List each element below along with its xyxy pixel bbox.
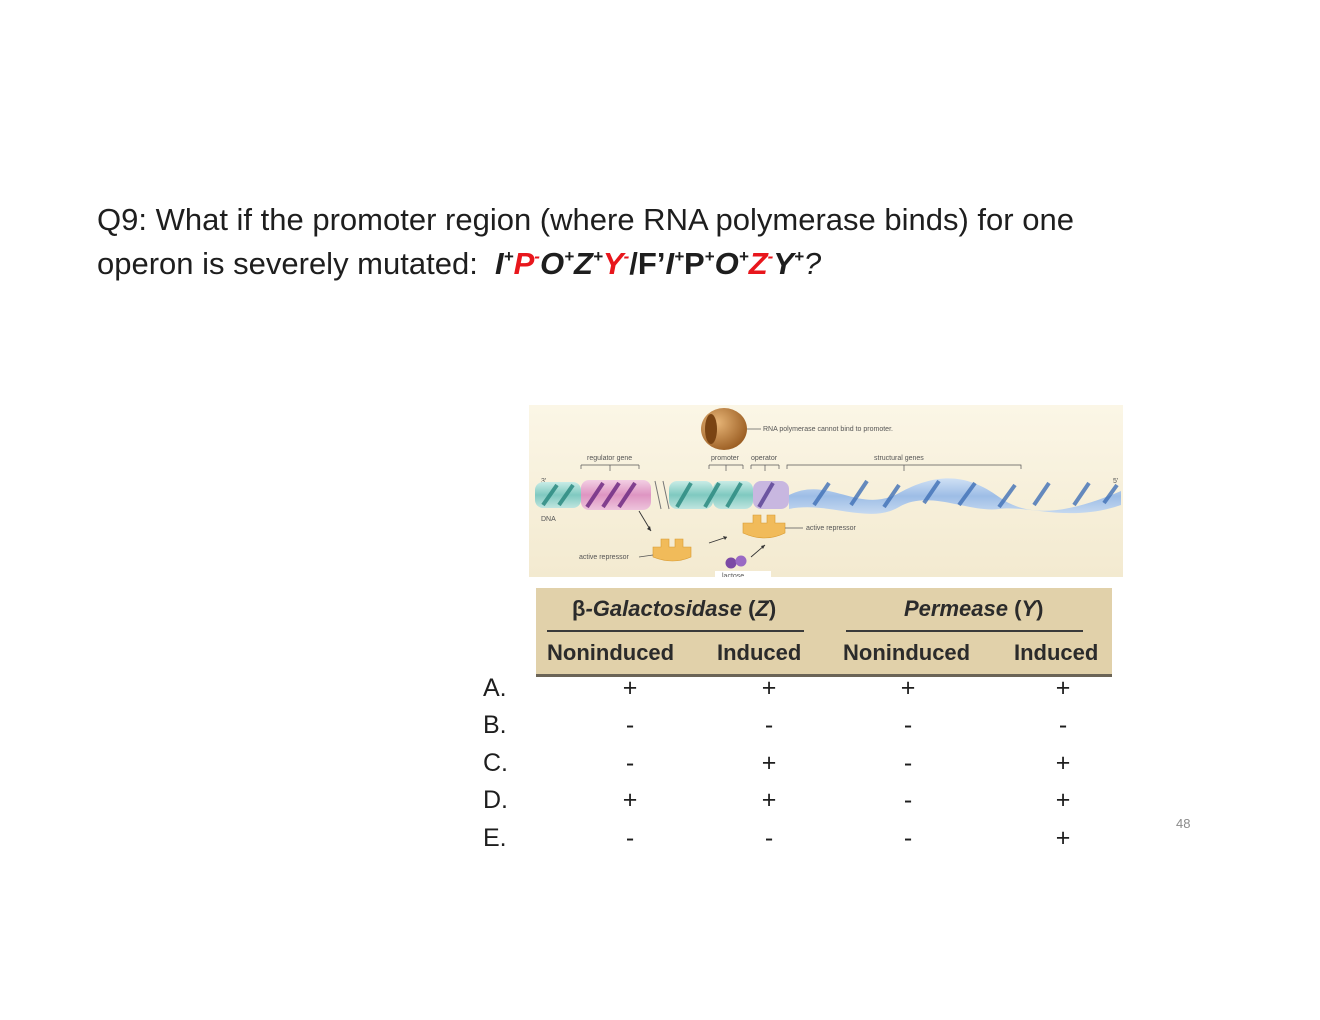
question-line-2: operon is severely mutated: I+P-O+Z+Y-/F… [97,242,1217,286]
genotype-superscript: + [704,247,715,266]
genotype-superscript: + [564,247,575,266]
table-cell: - [903,749,913,777]
genotype-superscript: + [738,247,749,266]
genotype-letter: P [684,246,705,281]
genotype-letter: Z [574,246,593,281]
table-cell: + [761,786,777,814]
genotype-superscript: - [767,247,774,266]
group-rule-y [846,630,1083,632]
five-prime-label: 5' [1113,478,1118,485]
three-prime-label: 3' [541,478,546,485]
dna-label: DNA [541,516,556,523]
gene-y: Y [1021,596,1037,621]
table-cell: + [761,749,777,777]
genotype-part: Y+ [773,246,804,281]
table-cell: - [903,824,913,852]
genotype-letter: ? [803,246,822,281]
group-header-galactosidase: β-Galactosidase (Z) [572,596,777,621]
question-text: Q9: What if the promoter region (where R… [97,198,1217,286]
table-cell: - [625,824,635,852]
group-name-galactosidase: -Galactosidase [585,596,742,621]
gene-z: Z [755,596,769,621]
table-cell: + [1055,749,1071,777]
structural-genes-label: structural genes [874,455,924,462]
genotype-letter: I [495,246,504,281]
table-cell: - [903,786,913,814]
table-cell: + [1055,786,1071,814]
genotype-part: P+ [684,246,715,281]
table-cell: - [903,711,913,739]
table-cell: + [1055,674,1071,702]
genotype-part: Y- [603,246,629,281]
subheader-z-induced: Induced [717,640,802,665]
subheader-z-noninduced: Noninduced [547,640,675,665]
genotype-part: O+ [540,246,574,281]
genotype-part: I+ [495,246,514,281]
genotype-part: /F’ [629,246,665,281]
table-cell: - [1058,711,1068,739]
option-label: A. [483,674,507,702]
polymerase-note: RNA polymerase cannot bind to promoter. [763,426,893,433]
option-label: B. [483,711,507,739]
lactose-label: lactose [722,573,744,577]
lac-operon-illustration: RNA polymerase cannot bind to promoter. … [529,405,1123,577]
promoter-label: promoter [711,455,740,462]
question-line-1: Q9: What if the promoter region (where R… [97,202,1074,237]
genotype-letter: Y [602,246,624,281]
active-repressor-label-right: active repressor [806,525,856,532]
active-repressor-label-left: active repressor [579,554,629,561]
genotype-superscript: - [534,247,540,266]
table-cell: + [1055,824,1071,852]
group-rule-z [547,630,804,632]
table-cell: - [625,711,635,739]
genotype-superscript: + [793,247,804,266]
genotype-letter: Y [773,246,794,281]
genotype-part: Z+ [574,246,603,281]
regulator-gene-label: regulator gene [587,455,632,462]
genotype-letter: /F’ [629,246,666,281]
table-cell: + [622,786,638,814]
option-label: C. [483,749,508,777]
table-cell: + [761,674,777,702]
group-header-permease: Permease (Y) [904,596,1044,621]
genotype-part: I+ [665,246,684,281]
genotype-notation: I+P-O+Z+Y-/F’I+P+O+Z-Y+? [495,246,821,281]
lac-operon-diagram: RNA polymerase cannot bind to promoter. … [529,405,1123,577]
genotype-part: P- [514,246,540,281]
table-cell: - [625,749,635,777]
genotype-part: O+ [715,246,749,281]
option-label: E. [483,824,507,852]
subheader-y-noninduced: Noninduced [843,640,971,665]
group-name-permease: Permease [904,596,1008,621]
table-cell: + [900,674,916,702]
table-cell: - [764,711,774,739]
beta-symbol: β [572,596,586,621]
genotype-letter: I [665,246,675,281]
genotype-superscript: + [674,247,684,266]
genotype-superscript: - [623,247,630,266]
table-cell: + [622,674,638,702]
page-number: 48 [1176,816,1191,831]
genotype-letter: P [513,246,535,281]
genotype-superscript: + [592,247,603,266]
genotype-superscript: + [503,247,514,266]
genotype-letter: O [714,246,739,281]
genotype-part: Z- [749,246,774,281]
operator-label: operator [751,455,778,462]
question-line-2-prefix: operon is severely mutated: [97,246,478,281]
genotype-part: ? [804,246,821,281]
table-header: β-Galactosidase (Z) Permease (Y) Nonindu… [536,588,1112,677]
subheader-y-induced: Induced [1014,640,1099,665]
genotype-letter: Z [748,246,768,281]
genotype-letter: O [539,246,565,281]
option-label: D. [483,786,508,814]
table-cell: - [764,824,774,852]
